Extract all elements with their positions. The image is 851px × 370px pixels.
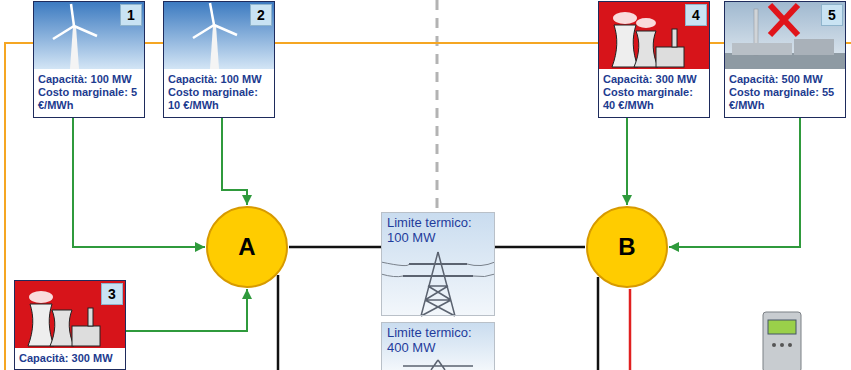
network-line (277, 275, 280, 370)
power-injection-arrow (669, 118, 800, 247)
generator-data: Capacità: 300 MW Costo marginale: 40 €/M… (599, 70, 709, 117)
callout-number-text: 2 (251, 5, 271, 25)
thermal-plant-picture (598, 1, 710, 69)
line-limit-box: Limite termico: 400 MW (381, 322, 495, 370)
generator-box: Capacità: 500 MW Costo marginale: 55 €/M… (724, 1, 846, 118)
callout-number: 1 (120, 4, 142, 26)
sky (33, 1, 145, 69)
callout-number-text: 1 (121, 5, 141, 25)
building (794, 39, 834, 55)
callout-number: 4 (685, 4, 707, 26)
network-line (597, 277, 600, 370)
tower (70, 26, 79, 69)
steam (613, 12, 637, 24)
callout-number: 2 (250, 4, 272, 26)
meter-button (772, 343, 776, 347)
red-cross (770, 5, 798, 35)
generator-box: Capacità: 100 MW Costo marginale: 5 €/MW… (33, 1, 145, 118)
blade (210, 3, 214, 25)
sky (381, 322, 495, 370)
cooling-tower (634, 31, 658, 67)
wind-turbine-picture (33, 1, 145, 69)
electric-meter-icon (763, 312, 801, 370)
blade (71, 4, 74, 26)
pylon-picture (381, 212, 495, 316)
transmission-line (289, 246, 381, 249)
power-injection-arrow (73, 118, 205, 247)
thermal-plant-picture (14, 280, 126, 348)
gas-plant-picture (724, 1, 846, 69)
bus-node-label: A (205, 233, 289, 261)
steam (29, 291, 53, 303)
wind-turbine-picture (163, 1, 275, 69)
tower (210, 25, 219, 69)
pylon-picture (381, 322, 495, 370)
generator-data: Capacità: 500 MW Costo marginale: 55 €/M… (725, 70, 845, 117)
callout-number: 5 (821, 4, 843, 26)
chimney (88, 308, 93, 326)
generator-box: Capacità: 100 MW Costo marginale: 10 €/M… (163, 1, 275, 118)
blade (193, 25, 214, 38)
line-limit-box: Limite termico: 100 MW (381, 212, 495, 316)
load-line (629, 289, 632, 370)
blade (53, 26, 74, 39)
transmission-line (495, 246, 585, 249)
power-injection-arrow (222, 118, 247, 205)
sky (163, 1, 275, 69)
market-zone-border (5, 43, 851, 370)
power-wire (381, 262, 495, 277)
generator-data: Capacità: 300 MW (15, 349, 125, 369)
sky (724, 1, 846, 69)
generator-data: Capacità: 100 MW Costo marginale: 5 €/MW… (34, 70, 144, 117)
blade (214, 25, 237, 35)
power-injection-arrow (626, 118, 628, 205)
cooling-tower (28, 304, 54, 346)
red-cross (770, 5, 798, 35)
meter-display (768, 320, 796, 334)
generator-box: Capacità: 300 MW 3 (14, 280, 126, 370)
meter-button (788, 343, 792, 347)
building (72, 326, 100, 346)
bus-node-circle: A (205, 205, 289, 289)
cooling-tower (50, 310, 74, 346)
pylon (403, 360, 473, 370)
bus-node-label: B (585, 233, 669, 261)
bus-node-circle: B (585, 205, 669, 289)
ground (724, 53, 846, 69)
crossarm (403, 264, 473, 276)
generator-box: Capacità: 300 MW Costo marginale: 40 €/M… (598, 1, 710, 118)
sky (381, 212, 495, 316)
building (656, 47, 684, 67)
red-ground (598, 1, 710, 69)
steam (636, 18, 656, 28)
cooling-tower (612, 25, 638, 67)
callout-number-text: 5 (822, 5, 842, 25)
meter-body (763, 312, 801, 370)
building (732, 43, 792, 55)
meter-button (780, 343, 784, 347)
callout-number: 3 (101, 283, 123, 305)
red-ground (14, 280, 126, 348)
pylon (421, 252, 455, 316)
generator-data: Capacità: 100 MW Costo marginale: 10 €/M… (164, 70, 274, 117)
thermal-limit-label: Limite termico: 100 MW (382, 213, 494, 249)
power-injection-arrow (126, 289, 247, 331)
callout-number-text: 3 (102, 284, 122, 304)
thermal-limit-label: Limite termico: 400 MW (382, 323, 494, 359)
callout-number-text: 4 (686, 5, 706, 25)
blade (74, 26, 97, 36)
chimney (672, 29, 677, 47)
